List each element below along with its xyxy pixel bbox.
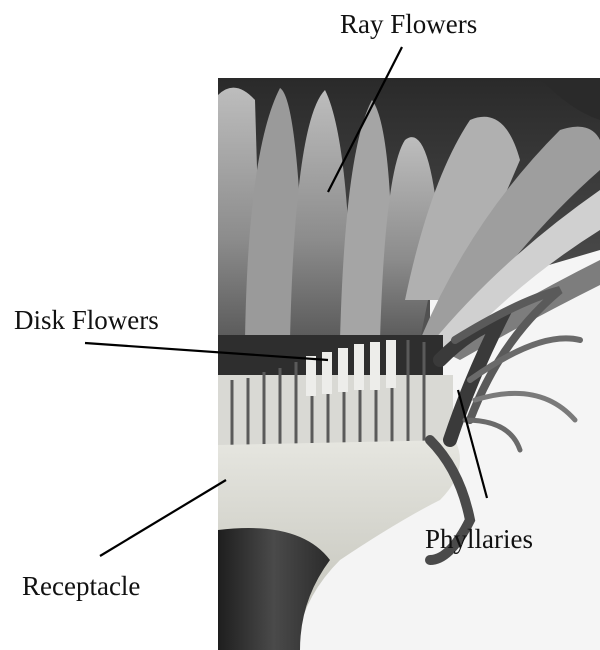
label-ray-flowers: Ray Flowers <box>340 9 477 39</box>
label-receptacle: Receptacle <box>22 571 140 601</box>
disk-flower-band <box>218 335 453 450</box>
label-phyllaries: Phyllaries <box>425 524 533 554</box>
receptacle-leader <box>100 480 226 556</box>
label-disk-flowers: Disk Flowers <box>14 305 159 335</box>
sunflower-photo <box>218 78 600 650</box>
